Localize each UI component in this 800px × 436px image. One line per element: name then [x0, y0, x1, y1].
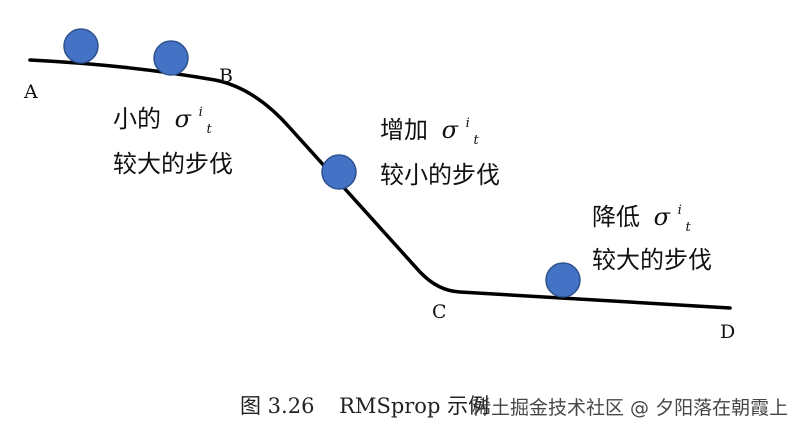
- sigma-subscript: t: [473, 133, 479, 148]
- annotation-ab: 小的 σ i t 较大的步伐: [113, 94, 233, 178]
- svg-text:小的 σ i t: 小的 σ i t: [113, 94, 212, 137]
- annotation-bc-line2: 较小的步伐: [380, 161, 500, 189]
- ball-1: [63, 28, 99, 64]
- sigma-subscript: t: [685, 220, 691, 235]
- svg-text:降低 σ i t: 降低 σ i t: [592, 192, 691, 235]
- caption-title: RMSprop 示例: [339, 394, 489, 418]
- sigma-superscript: i: [678, 203, 682, 218]
- loss-curve: [28, 58, 732, 310]
- sigma-subscript: t: [206, 122, 212, 137]
- sigma-superscript: i: [466, 116, 470, 131]
- sigma-symbol: σ: [442, 116, 459, 144]
- ball-4: [545, 262, 581, 298]
- ball-2: [153, 40, 189, 76]
- point-label-b: B: [219, 65, 233, 87]
- sigma-superscript: i: [199, 105, 203, 120]
- point-label-a: A: [23, 81, 38, 103]
- annotation-ab-line2: 较大的步伐: [113, 150, 233, 178]
- ball-3: [321, 154, 357, 190]
- figure-caption: 图 3.26 RMSprop 示例: [240, 394, 489, 418]
- annotation-bc: 增加 σ i t 较小的步伐: [380, 105, 500, 189]
- sigma-symbol: σ: [654, 203, 671, 231]
- caption-figure-number: 图 3.26: [240, 394, 314, 418]
- annotation-cd-line2: 较大的步伐: [592, 246, 712, 274]
- sigma-symbol: σ: [175, 105, 192, 133]
- point-label-d: D: [720, 321, 735, 343]
- annotation-cd: 降低 σ i t 较大的步伐: [592, 192, 712, 274]
- annotation-ab-prefix: 小的: [113, 105, 161, 133]
- watermark: 稀土掘金技术社区 @ 夕阳落在朝霞上: [472, 397, 788, 419]
- annotation-bc-prefix: 增加: [380, 116, 428, 144]
- annotation-cd-prefix: 降低: [592, 203, 640, 231]
- point-label-c: C: [432, 301, 447, 323]
- svg-text:增加 σ i t: 增加 σ i t: [380, 105, 479, 148]
